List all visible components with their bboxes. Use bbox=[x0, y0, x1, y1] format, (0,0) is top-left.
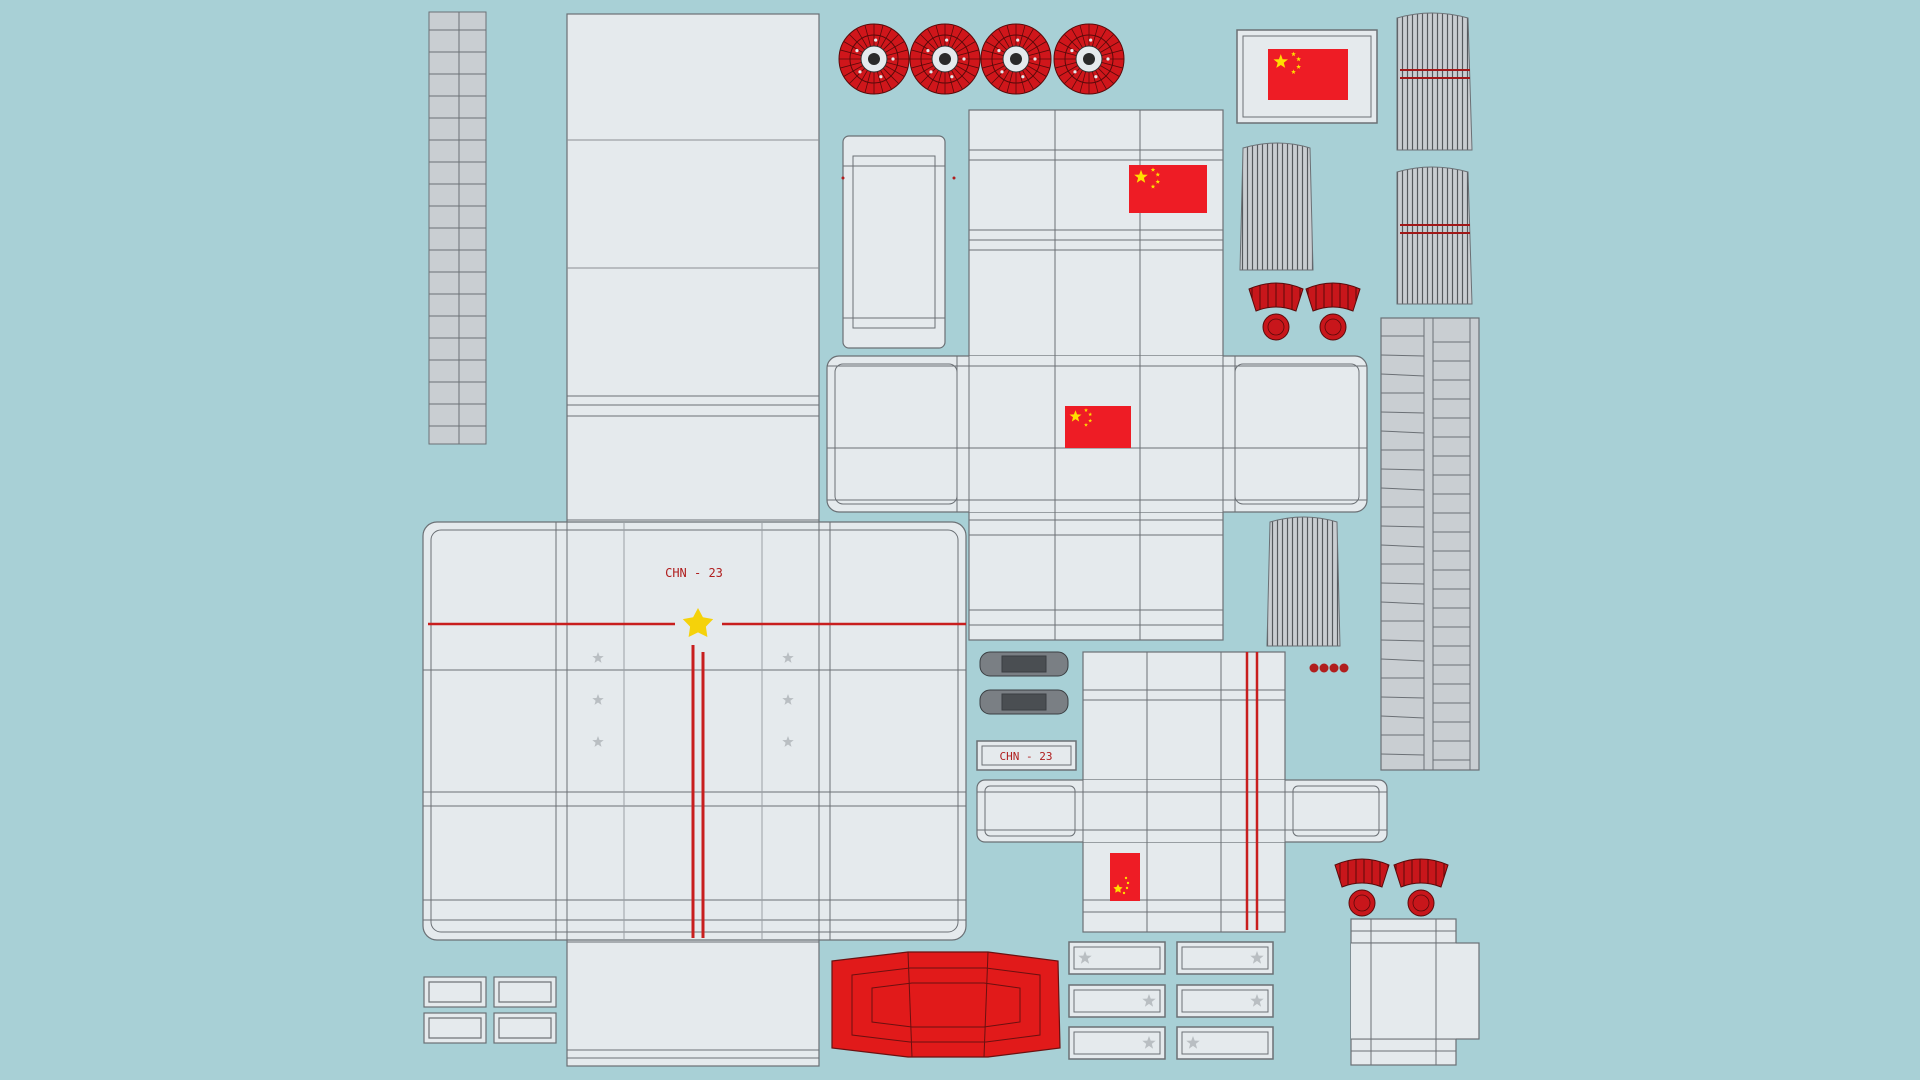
plate-star-icon bbox=[1078, 951, 1092, 964]
star-plate bbox=[1176, 984, 1274, 1018]
plate-star-icon bbox=[1250, 951, 1264, 964]
fan-part bbox=[1248, 282, 1304, 341]
fan-part bbox=[1393, 858, 1449, 917]
flag-vertical bbox=[1110, 853, 1140, 901]
flag-star-icon bbox=[1069, 410, 1082, 422]
bottom-right-box bbox=[1350, 918, 1480, 1066]
dark-handle-pieces bbox=[979, 651, 1069, 715]
wheel-icon bbox=[980, 23, 1052, 95]
star-plate bbox=[1068, 984, 1166, 1018]
red-tapered-block bbox=[831, 951, 1061, 1058]
flag-star-icon bbox=[1134, 169, 1148, 183]
chn-23-plate-label: CHN - 23 bbox=[1000, 750, 1053, 763]
small-box-set bbox=[423, 976, 557, 1044]
chn-23-label: CHN - 23 bbox=[665, 566, 723, 580]
red-dot-row bbox=[1309, 663, 1349, 673]
plate-star-icon bbox=[1186, 1036, 1200, 1049]
chn-23-plate: CHN - 23 bbox=[976, 740, 1077, 771]
red-fan-pieces bbox=[1248, 282, 1449, 917]
flag-top-panel bbox=[1129, 165, 1207, 213]
star-plates bbox=[1068, 941, 1274, 1060]
flag-star-icon bbox=[1273, 54, 1288, 68]
fan-part bbox=[1305, 282, 1361, 341]
plate-star-icon bbox=[1142, 1036, 1156, 1049]
wheel-icon bbox=[909, 23, 981, 95]
star-plate bbox=[1176, 941, 1274, 975]
plate-star-icon bbox=[1250, 994, 1264, 1007]
plate-star-icon bbox=[1142, 994, 1156, 1007]
star-plate bbox=[1068, 1026, 1166, 1060]
wheel-icon bbox=[838, 23, 910, 95]
star-plate bbox=[1068, 941, 1166, 975]
small-upper-box bbox=[841, 135, 956, 349]
fan-part bbox=[1334, 858, 1390, 917]
star-plate bbox=[1176, 1026, 1274, 1060]
yellow-star-icon bbox=[682, 608, 714, 637]
ribbed-parts bbox=[1239, 12, 1473, 647]
left-grid-strip bbox=[428, 11, 487, 445]
red-wheels bbox=[838, 23, 1125, 95]
flag-top-right bbox=[1268, 49, 1348, 100]
gray-star-icons bbox=[592, 652, 794, 747]
right-grid-strip bbox=[1380, 317, 1480, 771]
wheel-icon bbox=[1053, 23, 1125, 95]
body-cross-panel: CHN - 23 bbox=[422, 521, 967, 941]
flag-center bbox=[1065, 406, 1131, 448]
